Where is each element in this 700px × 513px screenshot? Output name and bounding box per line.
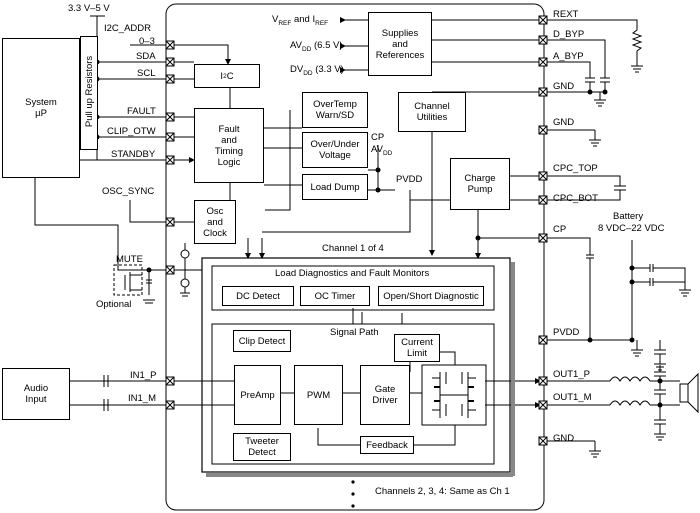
pin-out1-m: OUT1_M	[553, 392, 592, 403]
optional-label: Optional	[96, 299, 132, 310]
pin-cpc-top: CPC_TOP	[553, 163, 598, 174]
pin-marker-left	[165, 400, 175, 410]
clip-detect-block: Clip Detect	[233, 330, 291, 352]
pin-marker-left	[165, 265, 175, 275]
battery-range-label: 8 VDC–22 VDC	[598, 223, 665, 234]
pin-in1-m: IN1_M	[128, 393, 156, 404]
microprocessor-label: µP	[35, 108, 47, 119]
signal-path-title: Signal Path	[330, 327, 379, 338]
pin-cp: CP	[553, 224, 567, 235]
avdd-input-label: AVDD	[371, 144, 393, 157]
pin-pvdd: PVDD	[553, 327, 580, 338]
chip-outline	[165, 3, 545, 511]
supply-label: 3.3 V–5 V	[68, 3, 110, 14]
pin-markers	[165, 15, 548, 446]
oc-timer-block: OC Timer	[300, 286, 370, 306]
pullup-label: Pull up Resistors	[84, 55, 95, 128]
supplies-references-block: Supplies and References	[368, 12, 432, 76]
audio-input-block: Audio Input	[2, 368, 70, 420]
pin-marker-right	[538, 376, 548, 386]
pin-scl: SCL	[137, 68, 156, 79]
pin-out1-p: OUT1_P	[553, 369, 590, 380]
pin-marker-right	[538, 171, 548, 181]
pin-marker-right	[538, 125, 548, 135]
pin-marker-right	[538, 195, 548, 205]
pin-standby: STANDBY	[111, 149, 156, 160]
pin-marker-left	[165, 217, 175, 227]
vref-iref-label: VREF and IREF	[272, 14, 329, 27]
pin-marker-right	[538, 335, 548, 345]
input-label: Input	[25, 394, 47, 405]
avdd-label: AVDD (6.5 V)	[290, 40, 343, 53]
pin-marker-left	[165, 74, 175, 84]
channel-title: Channel 1 of 4	[322, 243, 384, 254]
pin-marker-right	[538, 436, 548, 446]
pin-marker-left	[165, 40, 175, 50]
pin-marker-left	[165, 376, 175, 386]
pin-marker-left	[165, 155, 175, 165]
pin-gnd-2: GND	[553, 117, 575, 128]
feedback-block: Feedback	[360, 436, 414, 454]
and-label: and	[392, 38, 408, 50]
pin-gnd-1: GND	[553, 81, 575, 92]
pin-d-byp: D_BYP	[553, 29, 585, 40]
pin-clip-otw: CLIP_OTW	[107, 126, 156, 137]
audio-label: Audio	[23, 383, 49, 394]
pin-gnd-3: GND	[553, 433, 575, 444]
pin-marker-left	[165, 132, 175, 142]
pin-marker-right	[538, 87, 548, 97]
system-microprocessor: System µP	[2, 38, 80, 178]
load-dump-block: Load Dump	[302, 174, 368, 200]
pin-cpc-bot: CPC_BOT	[553, 193, 598, 204]
pin-i2c-addr: I2C_ADDR	[104, 23, 151, 34]
pvdd-internal-label: PVDD	[396, 174, 423, 185]
pin-marker-right	[538, 15, 548, 25]
cp-label: CP	[371, 132, 385, 143]
pin-marker-right	[538, 233, 548, 243]
system-label: System	[25, 97, 57, 108]
pin-marker-right	[538, 57, 548, 67]
pwm-block: PWM	[294, 365, 343, 425]
pin-marker-left	[165, 112, 175, 122]
pin-in1-p: IN1_P	[130, 370, 157, 381]
battery-label: Battery	[613, 211, 644, 222]
diagnostics-title: Load Diagnostics and Fault Monitors	[275, 268, 430, 279]
pin-i2c-addr-range: 0–3	[139, 36, 155, 47]
pin-fault: FAULT	[127, 106, 156, 117]
pin-mute: MUTE	[116, 254, 143, 265]
pullup-resistors	[80, 36, 98, 150]
supplies-label: Supplies	[381, 27, 419, 39]
pin-rext: REXT	[553, 9, 579, 20]
pin-osc-sync: OSC_SYNC	[102, 186, 155, 197]
dc-detect-block: DC Detect	[222, 286, 294, 306]
fault-timing-logic-block: Fault and Timing Logic	[194, 108, 264, 183]
pin-marker-right	[538, 35, 548, 45]
preamp-block: PreAmp	[234, 365, 281, 425]
open-short-diagnostic-block: Open/Short Diagnostic	[378, 286, 484, 306]
pin-sda: SDA	[136, 51, 156, 62]
pin-a-byp: A_BYP	[553, 51, 584, 62]
references-label: References	[375, 49, 425, 61]
pin-marker-right	[538, 400, 548, 410]
channels-note: Channels 2, 3, 4: Same as Ch 1	[375, 486, 510, 497]
dvdd-label: DVDD (3.3 V)	[290, 64, 344, 77]
pin-marker-left	[165, 57, 175, 67]
